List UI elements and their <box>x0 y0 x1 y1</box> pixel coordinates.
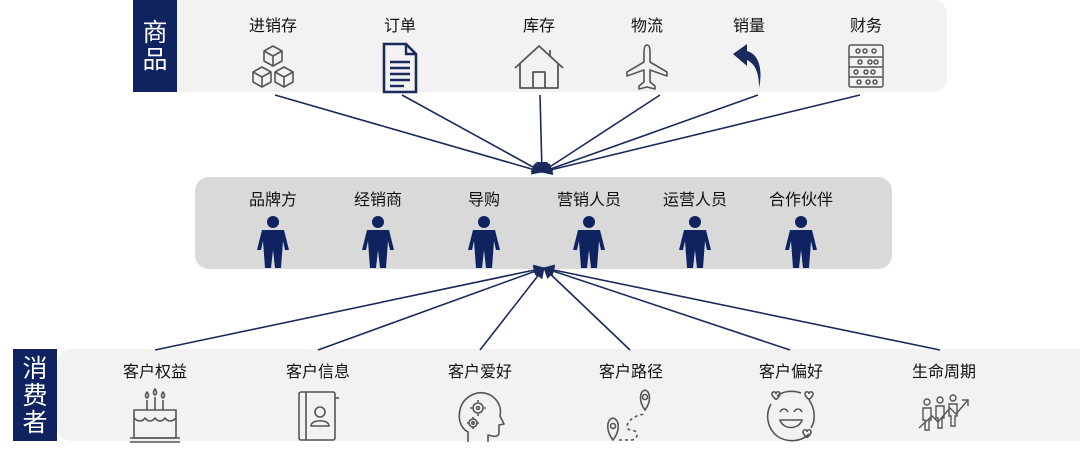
consumer-tag-char: 者 <box>22 407 48 437</box>
goods-tag-char: 商 <box>142 18 168 47</box>
arrow-top-6 <box>540 94 861 176</box>
item-label: 合作伙伴 <box>768 190 833 209</box>
arrow-bot-2 <box>317 266 546 351</box>
arrow-top-4 <box>541 94 661 173</box>
boxes-icon <box>252 45 294 88</box>
arrow-top-2 <box>401 94 543 173</box>
role-item-marketing: 营销人员 <box>534 186 644 268</box>
people-growth-icon <box>918 394 969 431</box>
goods-tag: 商 品 <box>133 0 177 92</box>
role-item-operations: 运营人员 <box>640 186 750 268</box>
arrow-bot-4 <box>543 267 631 351</box>
role-item-shopping-guide: 导购 <box>429 186 539 268</box>
person-icon <box>679 216 711 268</box>
goods-band <box>177 0 947 92</box>
consumer-tag: 消 费 者 <box>13 349 57 441</box>
arrow-top-5 <box>540 94 759 174</box>
contact-book-icon <box>298 391 339 441</box>
item-label: 生命周期 <box>911 362 976 381</box>
item-label: 营销人员 <box>556 190 621 209</box>
person-icon <box>257 216 289 268</box>
goods-item-stock: 库存 <box>484 12 594 92</box>
item-label: 运营人员 <box>662 190 727 209</box>
arrow-bot-5 <box>542 265 791 351</box>
goods-item-inventory-flow: 进销存 <box>218 12 328 92</box>
item-label: 物流 <box>630 16 663 35</box>
goods-item-sales-volume: 销量 <box>694 12 804 92</box>
arrow-bot-3 <box>479 267 545 351</box>
route-pins-icon <box>606 389 651 442</box>
person-icon <box>468 216 500 268</box>
item-label: 客户权益 <box>122 362 187 381</box>
item-label: 财务 <box>849 16 882 35</box>
consumer-band <box>57 349 1080 441</box>
cake-icon <box>130 388 180 443</box>
consumer-item-hobbies: 客户爱好 <box>425 358 535 444</box>
consumer-item-path: 客户路径 <box>576 358 686 444</box>
item-label: 经销商 <box>353 190 402 209</box>
airplane-icon <box>626 44 668 90</box>
item-label: 销量 <box>732 16 765 35</box>
consumer-item-preferences: 客户偏好 <box>736 358 846 444</box>
smiley-hearts-icon <box>766 390 815 442</box>
person-icon <box>573 216 605 268</box>
head-gears-icon <box>458 392 505 442</box>
item-label: 进销存 <box>248 16 297 35</box>
consumer-item-benefits: 客户权益 <box>100 358 210 444</box>
item-label: 客户信息 <box>285 362 350 381</box>
arrow-bot-1 <box>154 264 546 351</box>
item-label: 客户爱好 <box>447 362 512 381</box>
item-label: 库存 <box>522 16 555 35</box>
abacus-icon <box>848 44 884 88</box>
item-label: 客户偏好 <box>758 362 823 381</box>
goods-item-order: 订单 <box>345 12 455 94</box>
goods-item-logistics: 物流 <box>592 12 702 92</box>
consumer-tag-char: 消 <box>22 353 48 383</box>
role-item-brand: 品牌方 <box>218 186 328 268</box>
role-item-distributor: 经销商 <box>323 186 433 268</box>
person-icon <box>362 216 394 268</box>
item-label: 品牌方 <box>248 190 297 209</box>
goods-tag-char: 品 <box>142 45 168 74</box>
document-icon <box>382 42 418 94</box>
item-label: 导购 <box>467 190 500 209</box>
house-icon <box>514 45 564 89</box>
item-label: 客户路径 <box>598 362 663 381</box>
consumer-item-lifecycle: 生命周期 <box>889 358 999 436</box>
role-item-partner: 合作伙伴 <box>746 186 856 268</box>
person-icon <box>785 216 817 268</box>
curved-arrow-up-icon <box>733 44 761 88</box>
arrow-bot-6 <box>542 264 941 351</box>
arrow-top-1 <box>274 94 544 175</box>
roles-band <box>195 177 892 269</box>
item-label: 订单 <box>383 16 416 35</box>
goods-item-finance: 财务 <box>811 12 921 90</box>
consumer-item-info: 客户信息 <box>263 358 373 444</box>
arrow-top-3 <box>536 94 548 174</box>
consumer-tag-char: 费 <box>22 380 48 410</box>
